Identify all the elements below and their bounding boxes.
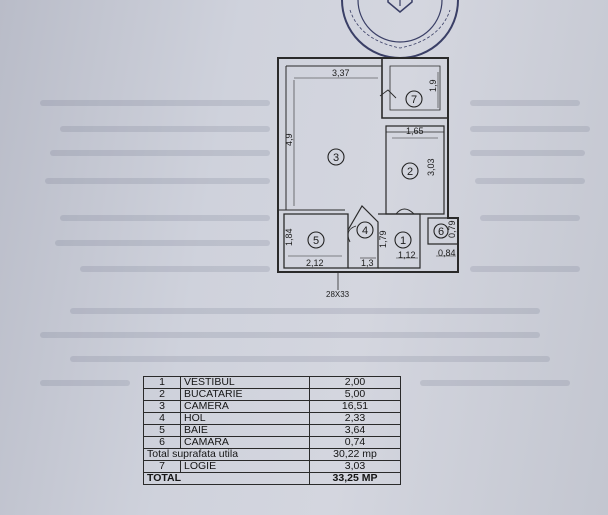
room-6-circle	[433, 223, 449, 239]
ghost-text-line	[475, 178, 585, 184]
ghost-text-line	[70, 356, 550, 362]
table-row: 2 BUCATARIE 5,00	[143, 388, 401, 401]
room-name: LOGIE	[180, 460, 310, 473]
door-arc	[395, 208, 415, 215]
room-3-circle	[327, 148, 345, 166]
useful-area-row: Total suprafata utila 30,22 mp	[143, 448, 401, 461]
dim-kitchen-height: 3,03	[426, 158, 436, 176]
room-area: 2,00	[309, 376, 401, 389]
room-2-label: 2	[407, 166, 413, 178]
ghost-text-line	[480, 215, 580, 221]
room-5-circle	[307, 231, 325, 249]
hall-wall	[347, 205, 379, 269]
room-3-label: 3	[333, 152, 339, 164]
room-name: CAMERA	[180, 400, 310, 413]
row-number: 3	[143, 400, 181, 413]
ghost-text-line	[60, 126, 270, 132]
room-4-label: 4	[362, 225, 368, 237]
ghost-text-line	[420, 380, 570, 386]
door-arc	[347, 225, 357, 243]
ghost-text-line	[70, 308, 540, 314]
vestibul-wall	[378, 213, 421, 269]
ghost-text-line	[45, 178, 270, 184]
dim-hall-width: 1,3	[361, 258, 374, 268]
room-name: VESTIBUL	[180, 376, 310, 389]
useful-area-label: Total suprafata utila	[143, 448, 310, 461]
row-number: 1	[143, 376, 181, 389]
dim-hall-height: 1,79	[378, 230, 388, 248]
room-area: 2,33	[309, 412, 401, 425]
table-row: 6 CAMARA 0,74	[143, 436, 401, 449]
room-area: 16,51	[309, 400, 401, 413]
room-area-table: 1 VESTIBUL 2,00 2 BUCATARIE 5,00 3 CAMER…	[143, 376, 401, 485]
ghost-text-line	[470, 150, 585, 156]
room-6-label: 6	[438, 226, 444, 238]
total-label: TOTAL	[143, 472, 310, 485]
room-name: CAMARA	[180, 436, 310, 449]
row-number: 6	[143, 436, 181, 449]
ghost-text-line	[470, 126, 590, 132]
logia-inner	[389, 65, 441, 111]
table-row: 5 BAIE 3,64	[143, 424, 401, 437]
dim-bath-width: 2,12	[306, 258, 324, 268]
door-arc	[379, 89, 397, 99]
camara-wall	[427, 217, 459, 245]
dim-kitchen-width: 1,65	[406, 126, 424, 136]
row-number: 2	[143, 388, 181, 401]
room-area: 3,03	[309, 460, 401, 473]
room-5-label: 5	[313, 235, 319, 247]
logia-row: 7 LOGIE 3,03	[143, 460, 401, 473]
dim-camara-height: 0,79	[447, 220, 457, 238]
dim-right-top: 1,9	[428, 79, 438, 92]
ghost-text-line	[50, 150, 270, 156]
ghost-text-line	[55, 240, 270, 246]
dim-bath-height: 1,84	[284, 228, 294, 246]
room-1-circle	[394, 231, 412, 249]
kitchen-wall	[385, 125, 445, 215]
room-area: 5,00	[309, 388, 401, 401]
total-row: TOTAL 33,25 MP	[143, 472, 401, 485]
room-area: 3,64	[309, 424, 401, 437]
logia-wall	[381, 58, 448, 119]
dim-camara-width: 0,84	[438, 248, 456, 258]
table-row: 1 VESTIBUL 2,00	[143, 376, 401, 389]
room-7-label: 7	[411, 94, 417, 106]
room-7-circle	[405, 90, 423, 108]
dim-top-width: 3,37	[332, 68, 350, 78]
room-name: HOL	[180, 412, 310, 425]
ghost-text-line	[40, 332, 540, 338]
row-number: 5	[143, 424, 181, 437]
ghost-text-line	[80, 266, 270, 272]
useful-area-value: 30,22 mp	[309, 448, 401, 461]
table-row: 3 CAMERA 16,51	[143, 400, 401, 413]
total-value: 33,25 MP	[309, 472, 401, 485]
dim-vestibul-width: 1,12	[398, 250, 416, 260]
ghost-text-line	[60, 215, 270, 221]
inner-wall-outline	[278, 65, 382, 211]
dim-bottom-mark: 28X33	[326, 290, 350, 299]
room-2-circle	[401, 162, 419, 180]
room-area: 0,74	[309, 436, 401, 449]
room-4-circle	[356, 221, 374, 239]
room-name: BUCATARIE	[180, 388, 310, 401]
ghost-text-line	[40, 100, 270, 106]
ghost-text-line	[40, 380, 130, 386]
room-1-label: 1	[400, 235, 406, 247]
row-number: 4	[143, 412, 181, 425]
table-row: 4 HOL 2,33	[143, 412, 401, 425]
row-number: 7	[143, 460, 181, 473]
dim-left-height: 4,9	[284, 133, 294, 146]
room-name: BAIE	[180, 424, 310, 437]
ghost-text-line	[470, 266, 580, 272]
ghost-text-line	[470, 100, 580, 106]
